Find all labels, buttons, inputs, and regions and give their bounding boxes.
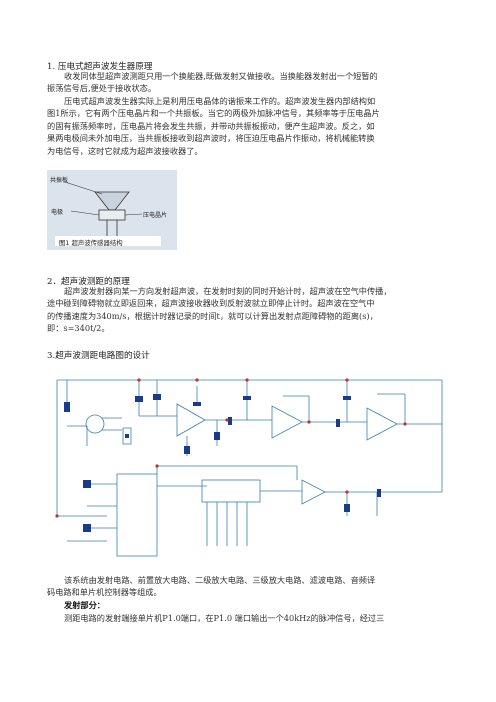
label-piezo-crystal: 压电晶片	[143, 212, 168, 219]
text-line: 该系统由发射电路、前置放大电路、二级放大电路、三级放大电路、滤波电路、音频译	[64, 575, 376, 585]
text-line: 即：s=340t/2。	[47, 323, 110, 334]
section3-paragraph: 该系统由发射电路、前置放大电路、二级放大电路、三级放大电路、滤波电路、音频译 码…	[47, 574, 458, 599]
text-line: 果两电极间未外加电压，当共振板接收到超声波时，将压迫压电晶片作振动，将机械能转换	[47, 133, 375, 144]
text-line: 振荡信号后,便处于接收状态。	[47, 83, 157, 94]
text-line: 图1所示，它有两个压电晶片和一个共振板。当它的两极外加脉冲信号，其频率等于压电晶…	[47, 108, 380, 119]
text-line: 的固有振荡频率时，压电晶片将会发生共振，并带动共振板振动，便产生超声波。反之，如	[47, 120, 375, 131]
transmitter-paragraph: 测距电路的发射端接单片机P1.0端口，在P1.0 端口输出一个40kHz的脉冲信…	[47, 612, 458, 624]
section1-paragraph-1: 收发同体型超声波测距只用一个换能器,既做发射又做接收。当换能器发射出一个短暂的 …	[47, 70, 458, 95]
section1-paragraph-2: 压电式超声波发生器实际上是利用压电晶体的谐振来工作的。超声波发生器内部结构如 图…	[47, 95, 458, 157]
label-resonator-plate: 共振板	[50, 177, 69, 184]
transmitter-subheading: 发射部分：	[64, 600, 105, 610]
transducer-structure-figure: 共振板 电极 压电晶片 图1 超声波传感器结构	[47, 170, 177, 250]
text-line: 压电式超声波发生器实际上是利用压电晶体的谐振来工作的。超声波发生器内部结构如	[64, 96, 376, 106]
label-electrode: 电极	[51, 209, 64, 216]
section3-heading: 3.超声波测距电路图的设计	[47, 351, 150, 361]
text-line: 途中碰到障碍物就立即返回来，超声波接收器收到反射波就立即停止计时。超声波在空气中	[47, 298, 375, 309]
section2-paragraph: 超声波发射器向某一方向发射超声波，在发射时刻的同时开始计时，超声波在空气中传播，…	[47, 285, 458, 335]
ultrasonic-circuit-schematic	[55, 378, 443, 557]
transducer-diagram	[55, 181, 161, 246]
text-line: 收发同体型超声波测距只用一个换能器,既做发射又做接收。当换能器发射出一个短暂的	[64, 71, 378, 81]
section1-heading: 1. 压电式超声波发生器原理	[47, 62, 153, 72]
text-line: 的传播速度为340m/s，根据计时器记录的时间t，就可以计算出发射点距障碍物的距…	[47, 310, 378, 321]
section2-heading: 2．超声波测距的原理	[47, 277, 130, 287]
text-line: 超声波发射器向某一方向发射超声波，在发射时刻的同时开始计时，超声波在空气中传播，	[64, 286, 392, 296]
text-line: 码电路和单片机控制器等组成。	[47, 587, 162, 598]
text-line: 测距电路的发射端接单片机P1.0端口，在P1.0 端口输出一个40kHz的脉冲信…	[64, 613, 385, 623]
figure-caption: 图1 超声波传感器结构	[59, 239, 123, 247]
text-line: 为电信号，这时它就成为超声波接收器了。	[47, 145, 203, 156]
